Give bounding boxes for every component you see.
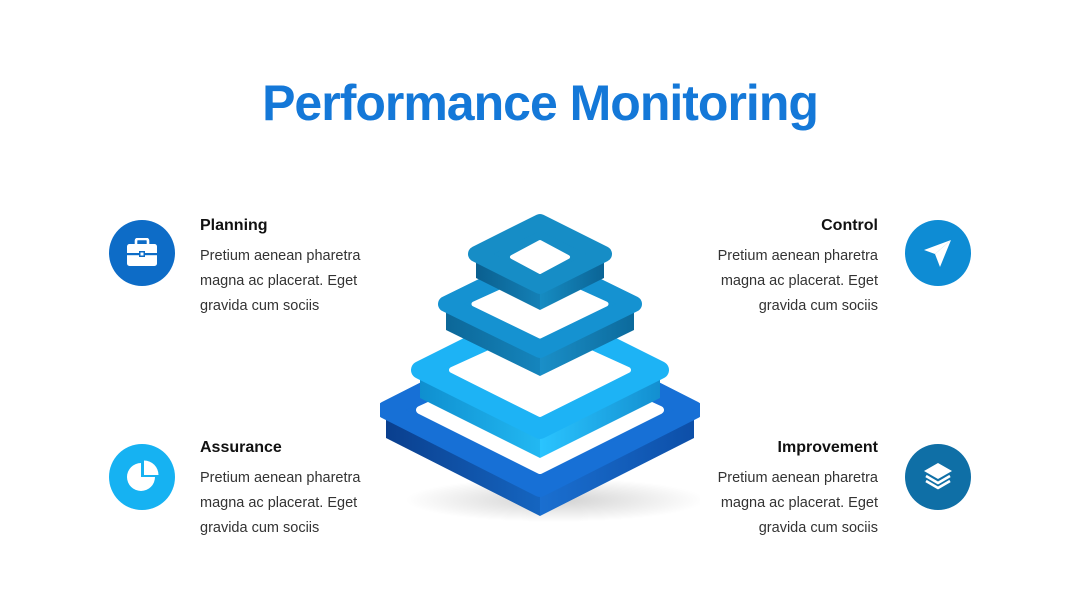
improvement-heading: Improvement bbox=[777, 439, 878, 456]
improvement-block: Improvement Pretium aenean pharetra magn… bbox=[706, 439, 878, 541]
planning-icon-circle bbox=[109, 220, 175, 286]
assurance-block: Assurance Pretium aenean pharetra magna … bbox=[200, 439, 372, 541]
paper-plane-icon bbox=[924, 240, 951, 267]
assurance-heading: Assurance bbox=[200, 439, 282, 456]
planning-block: Planning Pretium aenean pharetra magna a… bbox=[200, 217, 372, 319]
assurance-icon-circle bbox=[109, 444, 175, 510]
improvement-icon-circle bbox=[905, 444, 971, 510]
planning-heading: Planning bbox=[200, 217, 268, 234]
control-icon-circle bbox=[905, 220, 971, 286]
planning-text: Pretium aenean pharetra magna ac placera… bbox=[200, 248, 361, 314]
control-heading: Control bbox=[821, 217, 878, 234]
layered-pyramid-illustration bbox=[380, 214, 700, 522]
control-block: Control Pretium aenean pharetra magna ac… bbox=[706, 217, 878, 319]
pyramid-layer-4 bbox=[468, 214, 612, 310]
assurance-text: Pretium aenean pharetra magna ac placera… bbox=[200, 470, 361, 536]
page-title: Performance Monitoring bbox=[262, 75, 819, 131]
improvement-text: Pretium aenean pharetra magna ac placera… bbox=[717, 470, 878, 536]
control-text: Pretium aenean pharetra magna ac placera… bbox=[717, 248, 878, 314]
pie-chart-icon bbox=[127, 460, 159, 491]
layers-icon bbox=[924, 463, 952, 490]
briefcase-icon bbox=[127, 238, 157, 266]
